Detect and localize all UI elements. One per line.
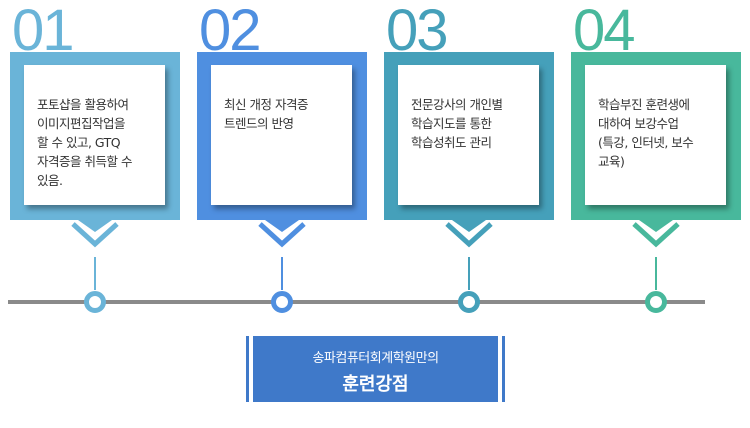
step-text-line: 이미지편집작업을: [37, 116, 126, 131]
timeline-node: [271, 291, 293, 313]
step-number: 03: [386, 0, 448, 63]
step-text-line: 트렌드의 반영: [224, 116, 294, 131]
step-number: 01: [12, 0, 74, 63]
chevron-down-icon: [632, 220, 680, 248]
step-text-line: 최신 개정 자격증: [224, 97, 308, 112]
step-text-line: 자격증을 취득할 수: [37, 154, 132, 169]
step-text-line: 포토샵을 활용하여: [37, 97, 129, 112]
step-text-line: 대하여 보강수업: [598, 116, 679, 131]
step-text-line: 있음.: [37, 173, 63, 188]
banner-subtitle: 송파컴퓨터회계학원만의: [312, 351, 439, 366]
chevron-down-icon: [258, 220, 306, 248]
timeline-node: [84, 291, 106, 313]
banner-title: 훈련강점: [342, 374, 409, 395]
step-text-line: 학습지도를 통한: [411, 116, 492, 131]
step-text-line: (특강, 인터넷, 보수: [598, 135, 694, 150]
connector-line: [655, 257, 657, 290]
timeline-node: [645, 291, 667, 313]
timeline-axis: [8, 300, 705, 304]
step-text-line: 학습성취도 관리: [411, 135, 492, 150]
step-text-line: 학습부진 훈련생에: [598, 97, 690, 112]
banner-right-border: [502, 336, 505, 402]
step-number: 02: [199, 0, 261, 63]
step-text-line: 전문강사의 개인별: [411, 97, 503, 112]
step-text-line: 할 수 있고, GTQ: [37, 135, 121, 150]
banner-body: 송파컴퓨터회계학원만의 훈련강점: [253, 336, 498, 402]
chevron-down-icon: [71, 220, 119, 248]
chevron-down-icon: [445, 220, 493, 248]
training-strengths-banner: 송파컴퓨터회계학원만의 훈련강점: [246, 336, 505, 402]
connector-line: [468, 257, 470, 290]
step-number: 04: [573, 0, 635, 63]
step-text-line: 교육): [598, 154, 625, 169]
banner-left-border: [246, 336, 249, 402]
connector-line: [94, 257, 96, 290]
connector-line: [281, 257, 283, 290]
timeline-node: [458, 291, 480, 313]
